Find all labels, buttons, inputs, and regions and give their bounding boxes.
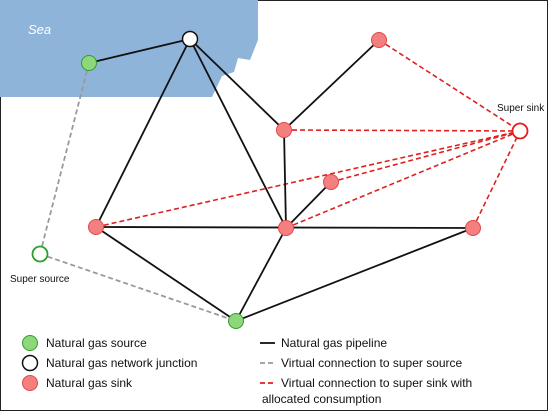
legend-virtual-sink-label-line1: Virtual connection to super sink with: [281, 376, 472, 390]
pipeline: [189, 38, 285, 131]
legend-virtual-sink-label-line2: allocated consumption: [262, 392, 381, 406]
network-junction-node: [181, 30, 199, 48]
pipeline: [285, 181, 332, 229]
virtual-source-line: [39, 62, 90, 255]
legend-sink-icon: [22, 375, 38, 391]
sea-label: Sea: [28, 22, 51, 37]
virtual-source-connections: [39, 62, 237, 322]
pipeline: [95, 38, 191, 228]
gas-sink-node: [278, 220, 294, 236]
virtual-sink-line: [472, 130, 521, 229]
gas-sink-node: [88, 219, 104, 235]
gas-source-node: [228, 313, 244, 329]
pipeline: [283, 39, 380, 131]
sea-region: [0, 0, 258, 97]
pipeline: [88, 38, 191, 64]
gas-source-node: [81, 55, 97, 71]
super-sink-node: [511, 122, 529, 140]
pipelines: [88, 38, 474, 322]
virtual-sink-connections: [95, 39, 521, 229]
pipeline: [189, 38, 287, 229]
legend-virtual-source-label: Virtual connection to super source: [281, 356, 463, 370]
super-source-label: Super source: [10, 274, 70, 285]
virtual-sink-line: [330, 130, 521, 183]
legend-pipeline-label: Natural gas pipeline: [281, 336, 387, 350]
virtual-sink-line: [95, 130, 521, 228]
legend-junction-icon: [21, 354, 39, 372]
gas-sink-node: [465, 220, 481, 236]
legend-source-label: Natural gas source: [46, 336, 147, 350]
gas-sink-node: [276, 122, 292, 138]
pipeline: [235, 227, 287, 322]
legend-junction-label: Natural gas network junction: [46, 356, 197, 370]
super-source-node: [31, 245, 49, 263]
virtual-sink-line: [285, 130, 521, 229]
pipeline: [235, 227, 474, 322]
virtual-sink-line: [378, 39, 521, 132]
legend: Natural gas source Natural gas network j…: [21, 335, 472, 406]
legend-source-icon: [22, 335, 38, 351]
pipeline: [283, 129, 287, 229]
gas-sink-node: [323, 174, 339, 190]
gas-sink-node: [371, 32, 387, 48]
super-sink-label: Super sink: [497, 103, 545, 114]
pipeline: [95, 226, 237, 322]
legend-sink-label: Natural gas sink: [46, 376, 133, 390]
virtual-sink-line: [283, 129, 521, 132]
virtual-source-line: [39, 253, 237, 322]
